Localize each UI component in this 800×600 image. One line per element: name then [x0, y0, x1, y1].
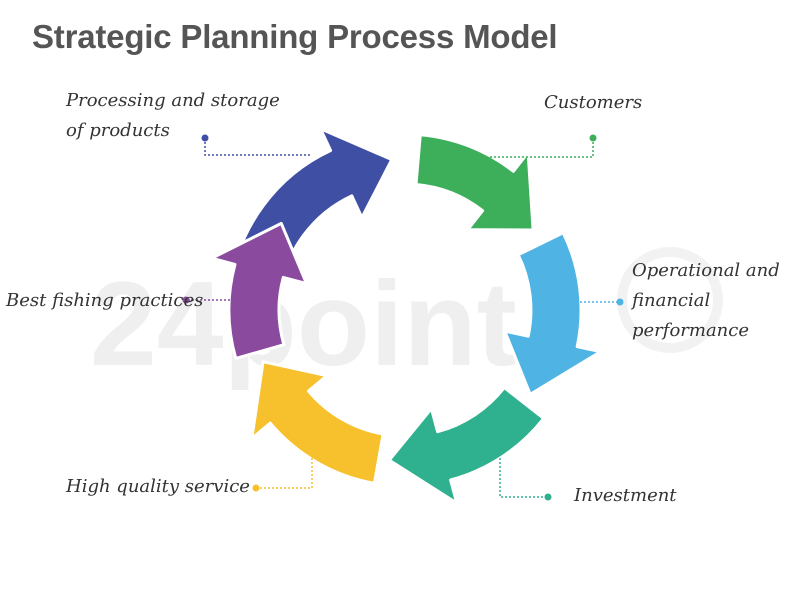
- connector-dot-operational: [616, 298, 624, 306]
- cycle-arrow-operational: [503, 231, 603, 396]
- page-title: Strategic Planning Process Model: [32, 18, 558, 55]
- label-line: Best fishing practices: [6, 290, 204, 311]
- connector-dot-customers: [589, 134, 597, 142]
- connector-line-investment: [499, 450, 548, 498]
- connector-dot-best-fishing: [182, 296, 190, 304]
- connector-line-processing: [204, 138, 310, 156]
- label-line: Processing and storage: [66, 90, 280, 111]
- cycle-arrow-best-fishing: [210, 221, 308, 360]
- label-line: of products: [66, 120, 170, 141]
- connector-dot-processing: [201, 134, 209, 142]
- connector-line-high-quality: [256, 458, 313, 489]
- cycle-arrow-investment: [387, 386, 546, 505]
- label-high-quality: High quality service: [66, 472, 250, 502]
- label-investment: Investment: [574, 481, 677, 511]
- label-line: Customers: [544, 92, 643, 113]
- label-line: Operational and: [632, 260, 780, 281]
- label-line: High quality service: [66, 476, 250, 497]
- connector-dot-investment: [544, 493, 552, 501]
- label-best-fishing: Best fishing practices: [6, 286, 203, 316]
- label-line: Investment: [574, 485, 677, 506]
- label-line: financial: [632, 290, 711, 311]
- label-processing: Processing and storage of products: [66, 86, 280, 146]
- cycle-arrow-high-quality: [250, 360, 385, 485]
- cycle-arrows: [210, 127, 603, 505]
- connector-line-customers: [490, 138, 594, 158]
- connector-dot-high-quality: [252, 484, 260, 492]
- label-line: performance: [632, 320, 750, 341]
- label-operational: Operational and financial performance: [632, 256, 780, 346]
- cycle-arrow-customers: [414, 133, 535, 232]
- label-customers: Customers: [544, 88, 642, 118]
- connectors: [182, 134, 624, 501]
